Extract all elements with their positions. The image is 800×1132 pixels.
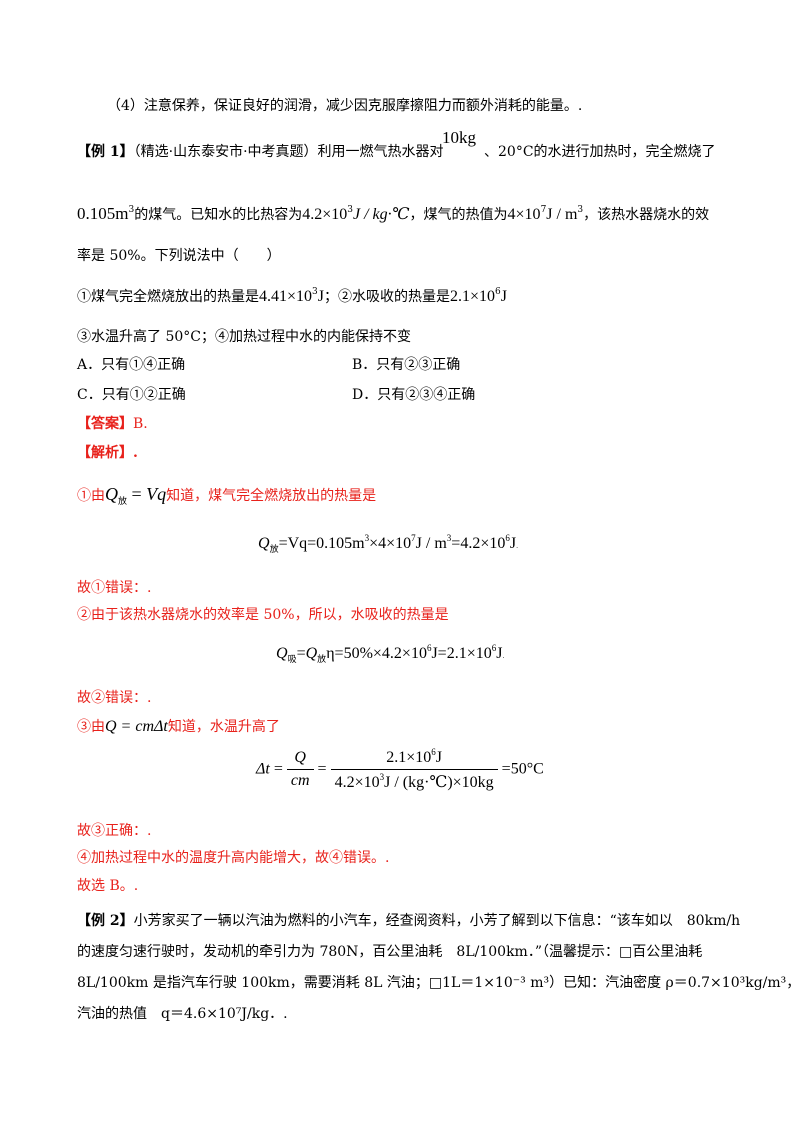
unit: J xyxy=(317,288,324,305)
result: =50°C xyxy=(501,760,544,778)
example-tag: 【例 2】 xyxy=(77,913,134,929)
example-1-line-3: 0.105m3的煤气。已知水的比热容为4.2×103J / kg·℃，煤气的热值… xyxy=(77,204,710,223)
option-b: B．只有②③正确 xyxy=(352,357,461,373)
text: 小芳家买了一辆以汽油为燃料的小汽车，经查阅资料，小芳了解到以下信息：“该车如以 … xyxy=(133,913,741,929)
text: 知道，水温升高了 xyxy=(167,719,280,735)
text: ，该热水器烧水的效 xyxy=(583,207,710,223)
example-source: （精选·山东泰安市·中考真题）利用一燃气热水器对 xyxy=(133,144,444,160)
formula-1: Q放=Vq=0.105m3×4×107J / m3=4.2×106J. xyxy=(258,533,519,554)
heat-value: 4×10 xyxy=(507,206,541,223)
option-d: D．只有②③④正确 xyxy=(352,387,476,403)
answer-line: 【答案】B. xyxy=(77,414,148,434)
step-1-line: ①由Q放 = Vq知道，煤气完全燃烧放出的热量是 xyxy=(77,484,377,506)
formula-part: ×4×10 xyxy=(369,535,412,552)
formula-part: J xyxy=(509,535,517,552)
mass-value: 10kg xyxy=(442,128,476,147)
text: ；②水吸收的热量是 xyxy=(324,289,450,305)
example-2-line-3: 8L/100km 是指汽车行驶 100km，需要消耗 8L 汽油；□1L＝1×1… xyxy=(77,975,800,991)
step-4-line: ④加热过程中水的温度升高内能增大，故④错误。. xyxy=(77,850,390,866)
conclusion-1: 故①错误：. xyxy=(77,580,152,596)
text-line: 率是 50%。下列说法中（ ） xyxy=(77,248,281,264)
text-line: 、20°C的水进行加热时，完全燃烧了 xyxy=(484,144,716,160)
formula-part: = xyxy=(296,645,306,662)
example-2-line-1: 【例 2】小芳家买了一辆以汽油为燃料的小汽车，经查阅资料，小芳了解到以下信息：“… xyxy=(77,911,740,931)
text: 的煤气。已知水的比热容为 xyxy=(134,207,303,223)
text: 知道，煤气完全燃烧放出的热量是 xyxy=(166,488,377,504)
answer-tag: 【答案】 xyxy=(77,416,133,432)
example-tag: 【例 1】 xyxy=(77,144,134,160)
text: ，煤气的热值为 xyxy=(409,207,508,223)
example-1-line: 【例 1】（精选·山东泰安市·中考真题）利用一燃气热水器对 xyxy=(77,142,444,162)
text: ①由 xyxy=(77,488,105,504)
text-line: ③水温升高了 50°C；④加热过程中水的内能保持不变 xyxy=(77,329,411,345)
numerator-unit: J xyxy=(435,749,442,766)
unit: J xyxy=(500,288,507,305)
formula-2: Q吸=Q放η=50%×4.2×106J=2.1×106J. xyxy=(276,643,505,664)
conclusion-2: 故②错误：. xyxy=(77,690,152,706)
heat-value-unit: J / m xyxy=(546,206,578,223)
final-choice: 故选 B。. xyxy=(77,878,139,894)
text: ①煤气完全燃烧放出的热量是 xyxy=(77,289,259,305)
formula-part: =Vq=0.105m xyxy=(278,535,365,552)
volume-value: 0.105m xyxy=(77,204,129,223)
formula-part: J=2.1×10 xyxy=(431,645,492,662)
formula-part: J xyxy=(496,645,503,662)
option-a: A．只有①④正确 xyxy=(77,357,186,373)
step-2-line: ②由于该热水器烧水的效率是 50%，所以，水吸收的热量是 xyxy=(77,607,449,623)
specific-heat: 4.2×10 xyxy=(302,206,348,223)
step-3-line: ③由Q = cmΔt知道，水温升高了 xyxy=(77,717,280,737)
analysis-tag: 【解析】. xyxy=(77,445,138,461)
formula-part: =4.2×10 xyxy=(451,535,506,552)
value: 4.41×10 xyxy=(259,288,313,305)
statement-line: ①煤气完全燃烧放出的热量是4.41×103J；②水吸收的热量是2.1×106J xyxy=(77,287,507,305)
numerator: 2.1×10 xyxy=(386,749,432,766)
value: 2.1×10 xyxy=(450,288,496,305)
conclusion-3: 故③正确：. xyxy=(77,823,152,839)
answer-value: B. xyxy=(133,416,148,432)
denominator-unit: J / (kg·℃)×10kg xyxy=(384,774,494,791)
formula-part: η=50%×4.2×10 xyxy=(326,645,427,662)
formula-inline: Q = cmΔt xyxy=(105,718,168,735)
text: ③由 xyxy=(77,719,105,735)
formula-part: J / m xyxy=(415,535,447,552)
example-2-line-4: 汽油的热值 q＝4.6×10⁷J/kg．. xyxy=(77,1006,288,1022)
example-2-line-2: 的速度匀速行驶时，发动机的牵引力为 780N，百公里油耗 8L/100km．”（… xyxy=(77,944,703,960)
option-c: C．只有①②正确 xyxy=(77,387,186,403)
specific-heat-unit: J / kg·℃ xyxy=(352,206,410,223)
text-line: （4）注意保养，保证良好的润滑，减少因克服摩擦阻力而额外消耗的能量。. xyxy=(107,98,583,114)
denominator: 4.2×10 xyxy=(334,774,380,791)
